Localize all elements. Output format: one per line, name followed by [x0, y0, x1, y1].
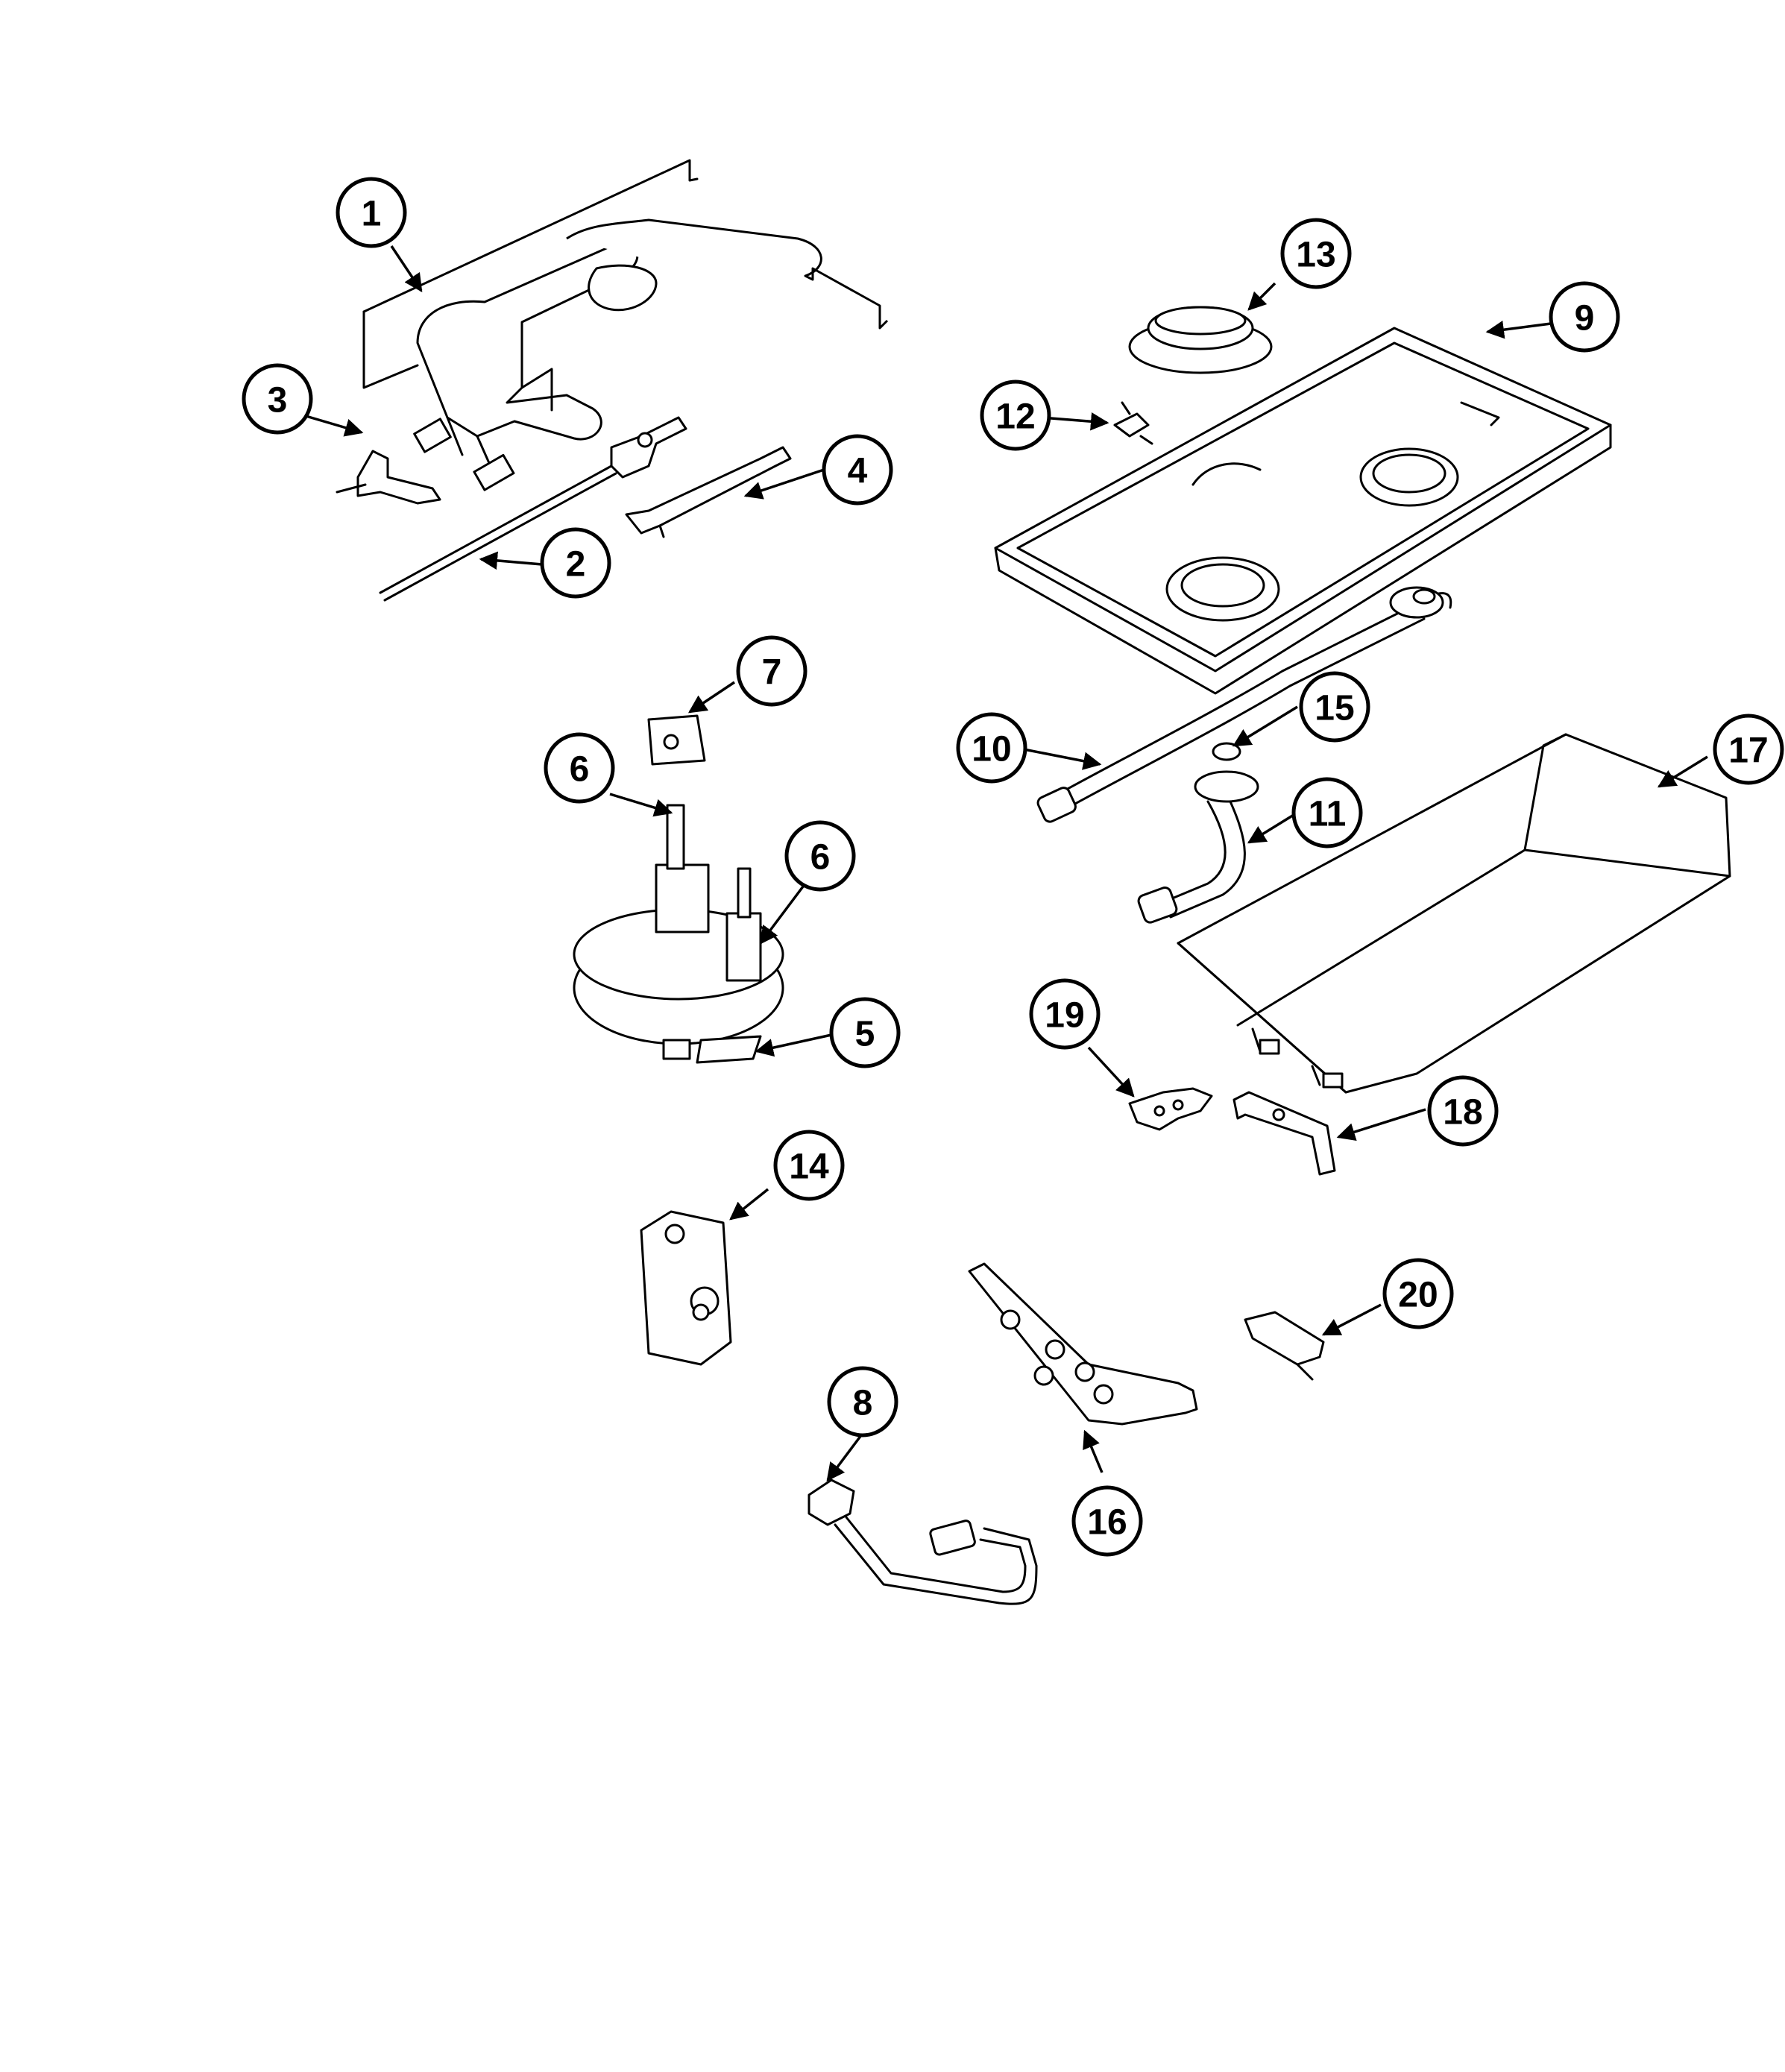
retainer-clip: [1244, 1311, 1325, 1381]
svg-text:12: 12: [995, 397, 1035, 437]
callout-13: 13: [1280, 218, 1352, 289]
callout-9: 9: [1549, 281, 1620, 353]
gas-tube: [1036, 586, 1452, 823]
callout-1: 1: [336, 177, 407, 248]
svg-text:5: 5: [855, 1015, 875, 1054]
callout-20: 20: [1382, 1258, 1454, 1329]
igniter-bracket: [336, 450, 441, 505]
callout-16: 16: [1071, 1485, 1143, 1557]
orifice-elbow: [1137, 770, 1259, 924]
callout-17: 17: [1713, 714, 1784, 785]
svg-text:8: 8: [853, 1384, 873, 1423]
burner-box: [1177, 733, 1731, 1094]
callout-18: 18: [1427, 1075, 1499, 1147]
callout-6-right: 6: [784, 820, 856, 892]
callout-7: 7: [736, 635, 808, 707]
callout-19: 19: [1029, 978, 1101, 1050]
sensor-rod: [379, 416, 687, 602]
svg-text:15: 15: [1315, 689, 1354, 728]
callout-4: 4: [822, 434, 893, 506]
svg-text:14: 14: [789, 1147, 829, 1187]
svg-text:17: 17: [1728, 731, 1768, 771]
svg-text:9: 9: [1575, 299, 1595, 338]
svg-text:10: 10: [972, 730, 1011, 769]
svg-text:4: 4: [848, 452, 868, 491]
mount-bracket: [1232, 1091, 1336, 1176]
svg-text:2: 2: [566, 545, 586, 585]
svg-text:7: 7: [762, 653, 782, 693]
svg-text:16: 16: [1087, 1503, 1127, 1543]
callout-3: 3: [242, 363, 313, 435]
svg-text:11: 11: [1309, 795, 1347, 834]
bracket-plate: [968, 1262, 1198, 1426]
cooktop-tray: [994, 327, 1612, 695]
svg-text:13: 13: [1296, 236, 1335, 275]
igniter-mount: [1128, 1087, 1213, 1131]
clip-nut: [647, 714, 706, 766]
callout-5: 5: [829, 997, 901, 1068]
strap-bracket: [625, 446, 792, 538]
svg-text:3: 3: [268, 381, 288, 421]
regulator-assembly: [573, 804, 784, 1064]
burner-assembly: [362, 159, 889, 491]
svg-text:1: 1: [362, 195, 382, 234]
callout-14: 14: [773, 1130, 845, 1201]
callout-2: 2: [540, 527, 611, 599]
callout-11: 11: [1291, 777, 1363, 848]
svg-text:19: 19: [1045, 996, 1084, 1036]
svg-text:6: 6: [810, 838, 831, 878]
valve-body: [640, 1210, 732, 1366]
manifold-tube: [808, 1479, 1038, 1605]
burner-cap: [1128, 306, 1273, 374]
svg-text:20: 20: [1398, 1276, 1438, 1315]
svg-text:6: 6: [570, 750, 590, 790]
callout-12: 12: [980, 380, 1051, 451]
callout-8: 8: [827, 1366, 898, 1438]
callout-6-left: 6: [544, 732, 615, 804]
callout-15: 15: [1299, 671, 1370, 743]
svg-text:18: 18: [1443, 1093, 1482, 1133]
callout-10: 10: [956, 712, 1027, 784]
spark-clip: [1113, 401, 1153, 445]
o-ring: [1212, 742, 1241, 761]
leader-lines: [298, 245, 1708, 1481]
